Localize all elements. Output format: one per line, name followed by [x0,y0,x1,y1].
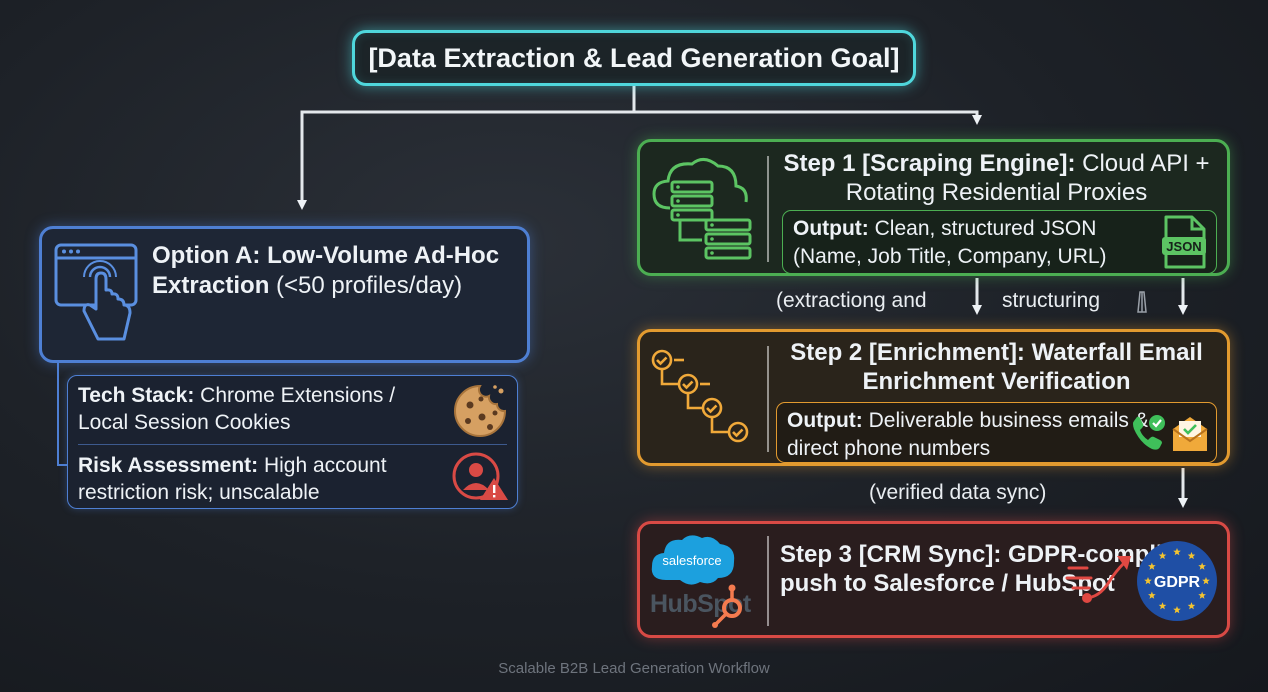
gdpr-star-icon [1198,591,1206,599]
gdpr-star-icon [1173,606,1181,614]
json-file-icon: JSON [1162,215,1206,269]
step1-box: Step 1 [Scraping Engine]: Cloud API + Ro… [637,139,1230,276]
gdpr-badge-text: GDPR [1154,574,1201,591]
step1-title: Step 1 [Scraping Engine]: Cloud API + Ro… [780,149,1213,207]
step3-divider [767,536,769,626]
caption: Scalable B2B Lead Generation Workflow [498,660,770,677]
small-tower-icon [1137,291,1147,313]
option-a-title-rest: (<50 profiles/day) [269,272,463,299]
hubspot-logo-text: HubSpot [650,590,751,618]
conn2-label: (verified data sync) [869,481,1047,504]
step2-output-label: Output: [787,409,863,432]
gdpr-star-icon [1198,562,1206,570]
cookie-icon [454,384,507,437]
browser-click-icon [54,243,138,341]
tech-stack-value: Chrome Extensions / Local Session Cookie… [78,384,396,434]
step2-title: Step 2 [Enrichment]: Waterfall Email Enr… [790,339,1203,395]
option-a-divider [78,444,507,445]
option-a-title-bold: Option A: Low-Volume Ad-Hoc Extraction [152,242,500,299]
step2-output-text: Deliverable business emails & direct pho… [787,409,1149,460]
user-warning-icon [452,452,508,500]
salesforce-logo: salesforce [651,535,735,585]
step1-output: Output: Clean, structured JSON (Name, Jo… [782,210,1217,274]
step1-title-rest: Cloud API + Rotating Residential Proxies [845,150,1210,206]
step1-title-bold: Step 1 [Scraping Engine]: [783,150,1076,177]
gdpr-star-icon [1173,548,1181,556]
step2-output: Output: Deliverable business emails & di… [776,402,1217,463]
salesforce-logo-text: salesforce [662,553,721,568]
speed-arrow-icon [1065,556,1131,603]
option-a-title: Option A: Low-Volume Ad-Hoc Extraction (… [152,241,513,301]
gdpr-star-icon [1158,602,1167,610]
step1-output-text: Clean, structured JSON (Name, Job Title,… [793,217,1107,268]
tech-stack-label: Tech Stack: [78,384,195,407]
goal-title: [Data Extraction & Lead Generation Goal] [368,42,900,73]
gdpr-star-icon [1144,577,1152,585]
gdpr-badge-icon: GDPR [1137,541,1217,621]
risk-value: High account restriction risk; unscalabl… [78,454,387,504]
hubspot-sprocket-icon [712,584,742,628]
gdpr-star-icon [1187,602,1196,610]
email-check-icon [1172,417,1208,451]
conn1-label-b: structuring [1002,289,1101,312]
json-badge-text: JSON [1166,239,1201,254]
gdpr-star-icon [1148,562,1156,570]
tech-stack-text: Tech Stack: Chrome Extensions / Local Se… [78,382,438,436]
goal-to-step1-arrow [634,110,982,125]
gdpr-star-icon [1187,551,1196,560]
goal-to-option-a-arrow [297,86,636,210]
step2-divider [767,346,769,452]
risk-text: Risk Assessment: High account restrictio… [78,452,438,506]
gdpr-star-icon [1158,551,1167,560]
step1-divider [767,156,769,262]
option-a-details: Tech Stack: Chrome Extensions / Local Se… [67,375,518,509]
option-a-bracket-line [57,363,67,466]
step1-output-label: Output: [793,217,869,240]
gdpr-star-icon [1202,577,1210,585]
step3-title: Step 3 [CRM Sync]: GDPR-compliant push t… [780,541,1199,597]
phone-check-icon [1133,413,1167,450]
step3-box: salesforce HubSpot Step 3 [CRM Sync]: GD… [637,521,1230,638]
gdpr-star-icon [1148,591,1156,599]
cloud-servers-icon [652,158,752,260]
goal-box: [Data Extraction & Lead Generation Goal] [352,30,916,86]
risk-label: Risk Assessment: [78,454,259,477]
step2-box: Step 2 [Enrichment]: Waterfall Email Enr… [637,329,1230,466]
checklist-cascade-icon [651,349,749,443]
hubspot-logo: HubSpot [650,590,751,619]
conn1-label-a: (extractiong and [776,289,927,312]
option-a-box: Option A: Low-Volume Ad-Hoc Extraction (… [39,226,530,363]
